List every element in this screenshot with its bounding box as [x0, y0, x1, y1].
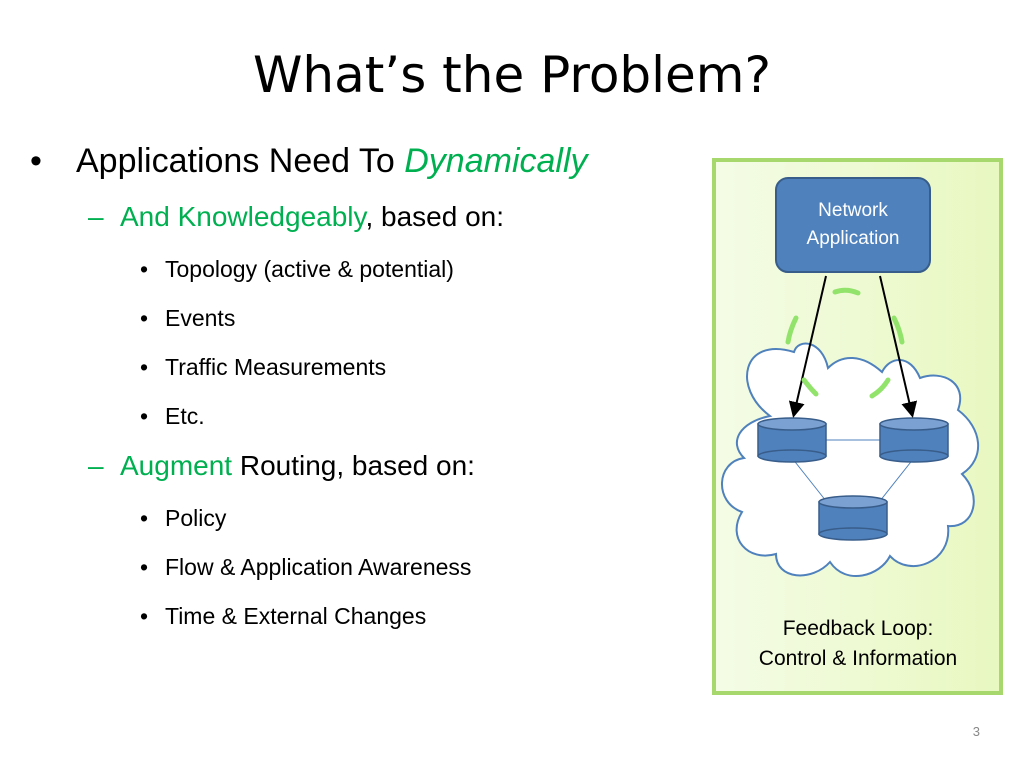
sub-bullet-accent: Augment	[120, 450, 233, 481]
item-text: Time & External Changes	[165, 603, 427, 629]
sub-bullet-text: , based on:	[365, 201, 504, 232]
item-marker: •	[140, 354, 149, 380]
item-text: Topology (active & potential)	[165, 256, 454, 282]
network-application-line2: Application	[806, 228, 900, 249]
item-traffic-measurements: • Traffic Measurements	[30, 352, 720, 382]
bullet-text: Applications Need To	[76, 142, 405, 180]
link-line	[875, 457, 915, 507]
item-marker: •	[140, 403, 149, 429]
item-time-changes: • Time & External Changes	[30, 601, 720, 631]
feedback-loop-diagram: Network Application Feedback Loop: Contr…	[712, 158, 1004, 695]
item-marker: •	[140, 305, 149, 331]
bullet-marker: •	[30, 142, 42, 180]
sub-bullet-text: Routing, based on:	[232, 450, 475, 481]
bullet-applications: • Applications Need To Dynamically	[30, 138, 720, 184]
caption-line2: Control & Information	[758, 647, 958, 670]
item-marker: •	[140, 256, 149, 282]
network-application-box	[775, 177, 931, 273]
item-text: Events	[165, 305, 236, 331]
caption-line1: Feedback Loop:	[782, 617, 934, 640]
diagram-graphics	[712, 158, 1003, 695]
link-line	[791, 457, 831, 507]
switch-node-left	[757, 417, 827, 463]
control-arrow-left	[788, 275, 827, 418]
item-marker: •	[140, 603, 149, 629]
item-flow-awareness: • Flow & Application Awareness	[30, 552, 720, 582]
control-arrow-right	[879, 275, 918, 418]
item-marker: •	[140, 505, 149, 531]
network-application-label: Network Application	[776, 178, 930, 272]
item-etc: • Etc.	[30, 401, 720, 431]
item-marker: •	[140, 554, 149, 580]
item-events: • Events	[30, 303, 720, 333]
item-text: Policy	[165, 505, 227, 531]
sub-bullet-accent: And Knowledgeably	[120, 201, 366, 232]
diagram-caption: Feedback Loop: Control & Information	[712, 614, 1004, 674]
bullet-emphasis: Dynamically	[404, 142, 588, 180]
switch-node-bottom	[818, 495, 888, 541]
item-text: Traffic Measurements	[165, 354, 387, 380]
network-application-line1: Network	[818, 200, 888, 221]
dash-marker: –	[88, 450, 104, 481]
page-number: 3	[972, 724, 980, 739]
item-policy: • Policy	[30, 503, 720, 533]
item-text: Etc.	[165, 403, 205, 429]
feedback-loop-dashes	[785, 287, 905, 399]
sub-bullet-augment: – Augment Routing, based on:	[30, 447, 720, 485]
bullet-list: • Applications Need To Dynamically – And…	[30, 138, 720, 631]
slide-title: What’s the Problem?	[252, 46, 772, 104]
sub-bullet-knowledgeably: – And Knowledgeably, based on:	[30, 198, 720, 236]
item-topology: • Topology (active & potential)	[30, 254, 720, 284]
switch-node-right	[879, 417, 949, 463]
item-text: Flow & Application Awareness	[165, 554, 472, 580]
dash-marker: –	[88, 201, 104, 232]
